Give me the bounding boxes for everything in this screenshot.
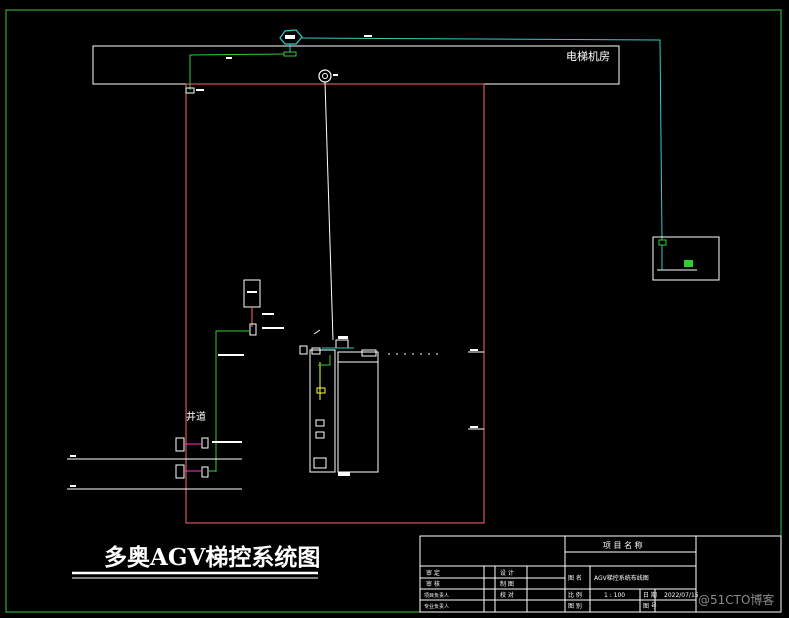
floor-panel-box <box>243 279 261 308</box>
diagram-title: 多奥AGV梯控系统图 <box>104 544 320 571</box>
shaft-riser-cable <box>215 330 250 472</box>
junction-tag <box>196 89 204 91</box>
title-block-review: 审 定 <box>426 569 440 577</box>
watermark: @51CTO博客 <box>698 592 774 607</box>
machine-room-controller <box>283 51 297 57</box>
cable-tag-2 <box>226 57 232 59</box>
car-top-module <box>335 339 349 349</box>
floor-panel-label <box>247 291 257 293</box>
floor-io-tag <box>262 327 284 329</box>
riser-tag <box>218 354 244 356</box>
title-block-check: 校 对 <box>500 591 514 599</box>
landing-device-upper <box>175 437 185 452</box>
travelling-cable <box>324 81 334 341</box>
title-block-drawing-name-label: 图 名 <box>568 574 582 582</box>
shaft-junction-box <box>185 87 195 94</box>
car-control-cabinet <box>309 349 336 473</box>
car-top-devices <box>299 329 377 357</box>
floor-io-module <box>249 323 257 336</box>
car-signal-green <box>318 355 331 366</box>
drawing-frame <box>5 9 782 613</box>
landing-device-lower <box>175 464 185 479</box>
title-block-drawing-name-value: AGV梯控系统布线图 <box>594 574 649 582</box>
title-block-scale-label: 比 例 <box>568 591 582 599</box>
title-block-audit: 审 核 <box>426 580 440 588</box>
title-block-project-lead: 项目负责人 <box>424 592 449 599</box>
car-bottom-module <box>313 457 327 469</box>
cable-machine-room-to-shaft <box>189 53 285 90</box>
floor-tag-upper <box>70 455 76 457</box>
elevator-car <box>309 349 379 476</box>
landing-io-lower <box>201 466 209 478</box>
landing-io-upper <box>201 437 209 449</box>
machine-room-box <box>92 45 620 85</box>
title-block-sheet-label: 图 别 <box>568 602 582 610</box>
elevator-shaft <box>185 83 485 524</box>
title-block-scale-value: 1 : 100 <box>604 592 625 599</box>
title-block <box>419 535 782 613</box>
machine-room-label: 电梯机房 <box>566 49 610 63</box>
shaft-label: 井道 <box>186 410 206 423</box>
floor-panel-tag <box>262 313 274 315</box>
car-top-sensor <box>299 345 308 355</box>
cable-tag <box>364 35 372 37</box>
traction-pulley-icon <box>318 69 338 83</box>
title-block-design: 设 计 <box>500 569 514 577</box>
title-block-date-value: 2022/07/15 <box>664 592 699 599</box>
remote-module-icon <box>684 260 693 267</box>
cloud-gateway-icon <box>279 29 303 45</box>
remote-port <box>658 239 667 246</box>
title-block-date-label: 日 期 <box>643 591 657 599</box>
cable-gateway-to-remote <box>301 37 663 241</box>
title-block-sheet-no-label: 图 号 <box>643 603 657 610</box>
title-block-drawing: 制 图 <box>500 580 514 588</box>
title-block-project-name-header: 项 目 名 称 <box>603 540 643 550</box>
car-base-tag <box>338 472 350 476</box>
remote-controller-box <box>652 236 720 281</box>
floor-tag-lower <box>70 485 76 487</box>
landing-tag-upper <box>212 441 242 443</box>
car-body <box>337 351 379 473</box>
title-block-discipline-lead: 专业负责人 <box>424 603 449 610</box>
